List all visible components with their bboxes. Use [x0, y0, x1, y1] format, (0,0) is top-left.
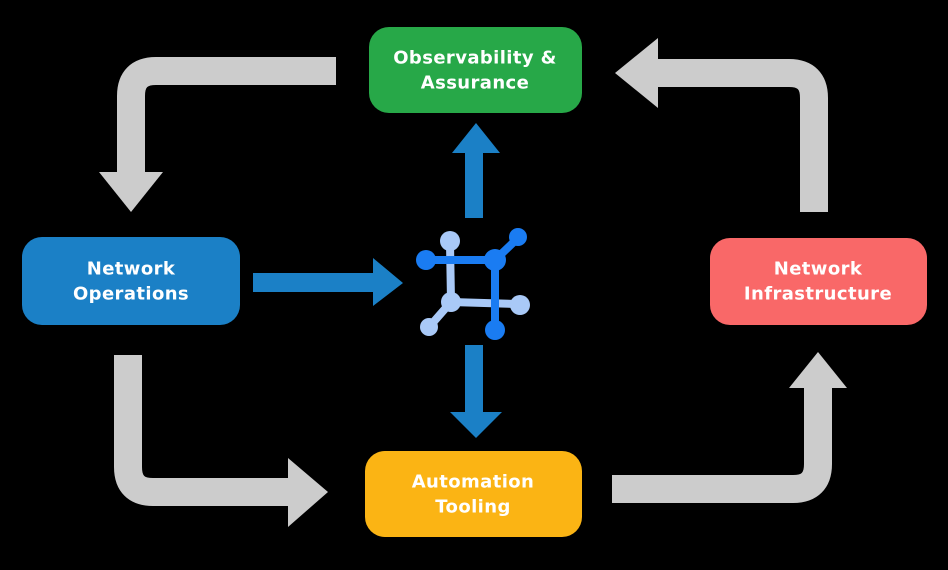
arrowhead-right: [288, 458, 328, 527]
node-label-line1: Observability &: [393, 48, 557, 69]
network-automation-icon: [416, 228, 530, 340]
icon-light-vertical-line: [446, 239, 455, 305]
node-box: [710, 238, 927, 325]
node-observability-assurance: Observability & Assurance: [369, 27, 582, 113]
node-label-line2: Tooling: [435, 497, 510, 518]
node-box: [369, 27, 582, 113]
arrow-elbow: [656, 59, 828, 212]
arrowhead-up: [789, 352, 847, 388]
icon-dark-node-top-right: [509, 228, 527, 246]
arrow-infrastructure-to-observability: [615, 38, 828, 212]
node-box: [22, 237, 240, 325]
node-network-infrastructure: Network Infrastructure: [710, 238, 927, 325]
arrowhead-left: [615, 38, 658, 108]
icon-light-node-top: [440, 231, 460, 251]
node-label-line2: Assurance: [421, 73, 530, 94]
node-network-operations: Network Operations: [22, 237, 240, 325]
arrow-automation-to-infrastructure: [612, 352, 847, 503]
icon-light-node-corner: [441, 292, 461, 312]
arrow-elbow: [117, 57, 336, 174]
arrow-operations-to-center: [253, 258, 403, 306]
icon-dark-node-corner: [484, 249, 506, 271]
arrow-elbow: [612, 386, 832, 503]
arrow-center-to-automation: [450, 345, 502, 438]
arrow-operations-to-automation: [114, 355, 328, 527]
icon-light-node-bottom-left: [420, 318, 438, 336]
icon-light-node-right: [510, 295, 530, 315]
icon-dark-node-bottom: [485, 320, 505, 340]
arrowhead-down: [99, 172, 163, 212]
node-label-line1: Network: [774, 259, 863, 280]
node-label-line2: Operations: [73, 284, 189, 305]
arrow-elbow: [114, 355, 290, 506]
icon-light-horizontal-line: [447, 298, 521, 308]
arrow-center-to-observability: [452, 123, 500, 218]
arrow-observability-to-operations: [99, 57, 336, 212]
node-label-line1: Automation: [412, 472, 535, 493]
icon-dark-node-left: [416, 250, 436, 270]
node-box: [365, 451, 582, 537]
node-automation-tooling: Automation Tooling: [365, 451, 582, 537]
node-label-line2: Infrastructure: [744, 284, 892, 305]
node-label-line1: Network: [87, 259, 176, 280]
